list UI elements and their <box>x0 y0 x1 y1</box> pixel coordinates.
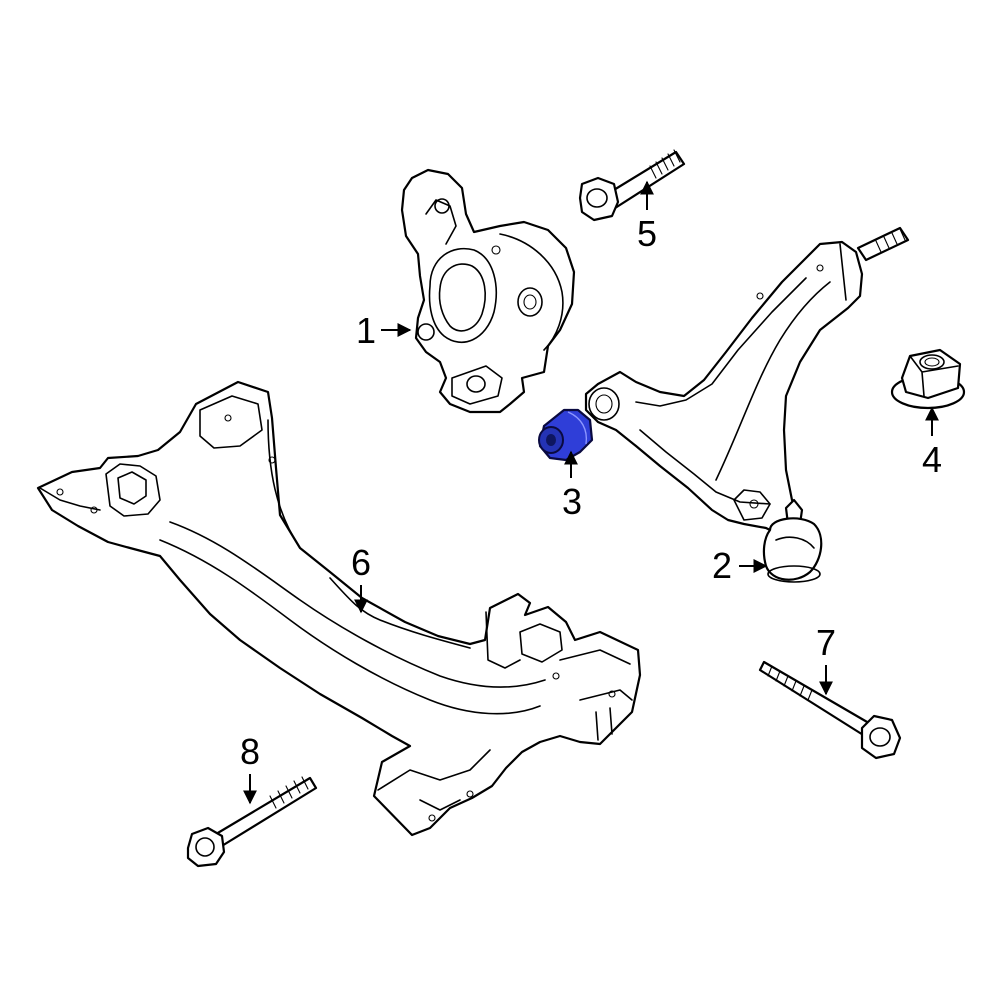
callout-8: 8 <box>240 731 260 772</box>
callout-6: 6 <box>351 542 371 583</box>
callout-labels: 1 2 3 4 5 6 7 8 <box>240 213 942 772</box>
bolt-8-part[interactable] <box>186 776 318 868</box>
leader-lines <box>243 180 939 805</box>
steering-knuckle-part[interactable] <box>400 168 576 414</box>
flange-nut-part[interactable] <box>890 348 966 410</box>
bolt-7-part[interactable] <box>758 660 902 760</box>
callout-4: 4 <box>922 439 942 480</box>
subframe-part[interactable] <box>36 380 642 837</box>
control-arm-bushing-part[interactable] <box>538 408 594 462</box>
callout-1: 1 <box>356 310 376 351</box>
callout-2: 2 <box>712 545 732 586</box>
bolt-5-part[interactable] <box>578 149 686 222</box>
lower-control-arm-part[interactable] <box>584 226 910 583</box>
callout-3: 3 <box>562 481 582 522</box>
callout-5: 5 <box>637 213 657 254</box>
callout-7: 7 <box>816 622 836 663</box>
